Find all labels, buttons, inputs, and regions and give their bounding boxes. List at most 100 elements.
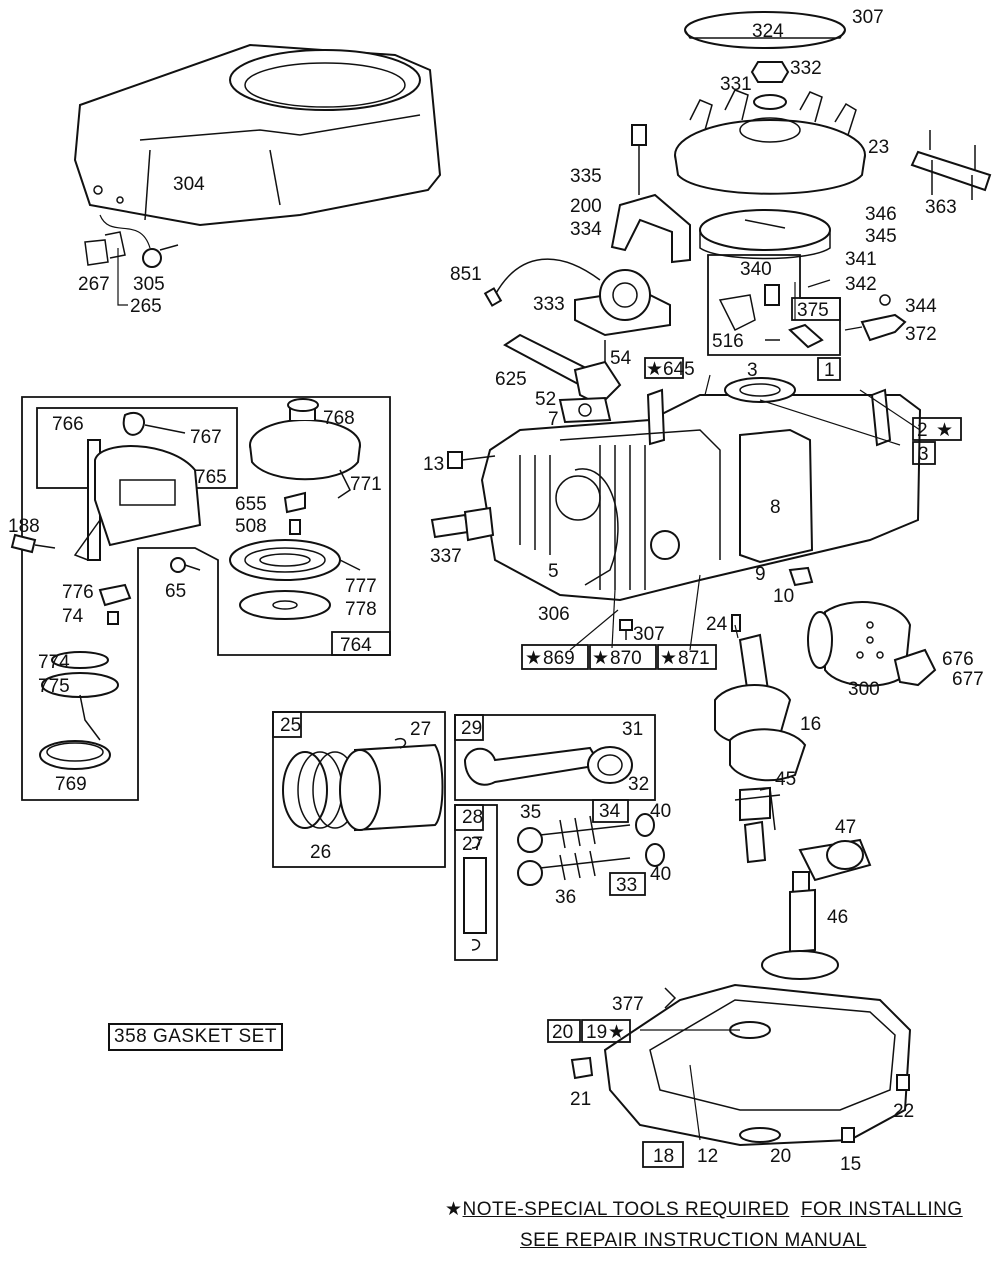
label-324: 324 [752, 21, 784, 42]
label-516: 516 [712, 331, 744, 352]
note-part-2: FOR INSTALLING [800, 1199, 963, 1220]
label-40b: 40 [650, 864, 671, 885]
bolt-307b [619, 619, 633, 640]
label-24: 24 [706, 614, 728, 635]
label-344: 344 [905, 296, 937, 317]
label-645: 645 [663, 359, 695, 380]
label-337: 337 [430, 546, 462, 567]
blower-housing [73, 43, 442, 227]
label-305: 305 [133, 274, 165, 295]
spring-bracket-372 [860, 294, 907, 342]
label-375: 375 [797, 300, 829, 321]
label-22: 22 [893, 1101, 914, 1122]
label-52: 52 [535, 389, 556, 410]
label-625: 625 [495, 369, 527, 390]
label-340: 340 [740, 259, 772, 280]
label-333: 333 [533, 294, 565, 315]
valve-box-28 [454, 799, 665, 961]
label-372: 372 [905, 324, 937, 345]
label-15: 15 [840, 1154, 861, 1175]
label-377: 377 [612, 994, 644, 1015]
label-655: 655 [235, 494, 267, 515]
label-869: 869 [543, 648, 575, 669]
label-771: 771 [350, 474, 382, 495]
label-47: 47 [835, 817, 856, 838]
label-767: 767 [190, 427, 222, 448]
label-869-star: ★ [525, 648, 542, 669]
label-346: 346 [865, 204, 897, 225]
label-1: 1 [824, 360, 835, 381]
label-341: 341 [845, 249, 877, 270]
label-345: 345 [865, 226, 897, 247]
callouts: 304 267 265 305 324 307 332 331 23 363 3… [8, 7, 984, 1175]
label-300: 300 [848, 679, 880, 700]
spark-plug-337 [430, 506, 495, 542]
label-35: 35 [520, 802, 541, 823]
flywheel-cover-345 [699, 209, 831, 260]
label-331: 331 [720, 74, 752, 95]
label-777: 777 [345, 576, 377, 597]
label-2: 2 [917, 420, 928, 441]
note-line-2-text: SEE REPAIR INSTRUCTION MANUAL [520, 1230, 867, 1251]
label-508: 508 [235, 516, 267, 537]
note-line-2: SEE REPAIR INSTRUCTION MANUAL [520, 1230, 867, 1252]
label-34: 34 [599, 801, 621, 822]
label-332: 332 [790, 58, 822, 79]
piston-box-25 [272, 711, 446, 868]
label-870: 870 [610, 648, 642, 669]
label-20a: 20 [552, 1022, 573, 1043]
label-766: 766 [52, 414, 84, 435]
flywheel-23 [674, 89, 866, 195]
screw-parts-304 [84, 214, 179, 306]
label-18: 18 [653, 1146, 674, 1167]
bolt-10 [788, 566, 814, 587]
spring-777 [229, 539, 361, 620]
label-8: 8 [770, 497, 781, 518]
label-645-star: ★ [646, 359, 663, 380]
label-334: 334 [570, 219, 602, 240]
nut-332 [750, 61, 790, 110]
label-65: 65 [165, 581, 186, 602]
screen-324 [684, 11, 846, 49]
label-boxes [521, 357, 962, 1043]
label-764: 764 [340, 635, 372, 656]
label-45: 45 [775, 769, 796, 790]
cam-gear-46 [761, 838, 872, 980]
label-774: 774 [38, 652, 70, 673]
handle-774 [39, 651, 119, 770]
note-line-1: ★NOTE-SPECIAL TOOLS REQUIRED FOR INSTALL… [445, 1198, 963, 1221]
label-29: 29 [461, 718, 482, 739]
label-25: 25 [280, 715, 301, 736]
label-10: 10 [773, 586, 794, 607]
label-677: 677 [952, 669, 984, 690]
label-870-star: ★ [592, 648, 609, 669]
bolt-13 [447, 451, 496, 469]
gasket-52 [558, 396, 612, 424]
label-23: 23 [868, 137, 889, 158]
label-765: 765 [195, 467, 227, 488]
label-342: 342 [845, 274, 877, 295]
label-26: 26 [310, 842, 331, 863]
crankshaft-16 [714, 633, 807, 864]
label-200: 200 [570, 196, 602, 217]
bracket-200 [610, 193, 691, 264]
label-2-star: ★ [936, 420, 953, 441]
gasket-set-label: 358 GASKET SET [108, 1023, 283, 1051]
label-36: 36 [555, 887, 576, 908]
label-46: 46 [827, 907, 848, 928]
label-775: 775 [38, 676, 70, 697]
label-27b: 27 [462, 834, 483, 855]
label-188: 188 [8, 516, 40, 537]
kit-375-box [707, 254, 841, 356]
label-74: 74 [62, 606, 84, 627]
label-851: 851 [450, 264, 482, 285]
label-265: 265 [130, 296, 162, 317]
label-16: 16 [800, 714, 821, 735]
bolt-335 [631, 124, 647, 195]
label-871: 871 [678, 648, 710, 669]
label-21: 21 [570, 1089, 591, 1110]
label-19: 19 [586, 1022, 607, 1043]
label-3b: 3 [918, 444, 929, 465]
label-54: 54 [610, 348, 632, 369]
